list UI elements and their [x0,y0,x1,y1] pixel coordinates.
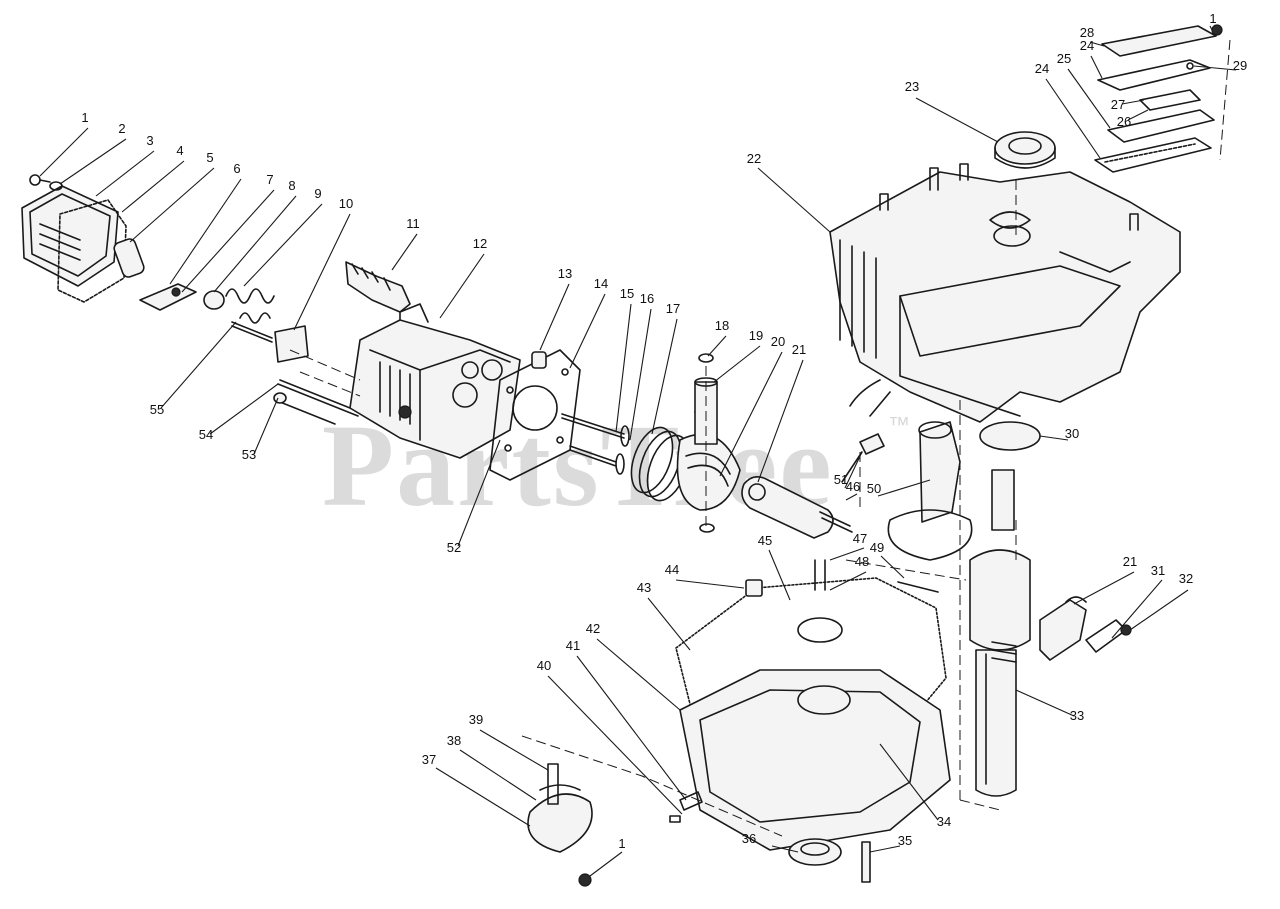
callout-number: 54 [199,427,213,442]
connecting-rod [741,433,885,539]
callout-number: 16 [640,291,654,306]
governor-parts [1039,596,1132,661]
callout-number: 29 [1233,58,1247,73]
callout-number: 37 [422,752,436,767]
callout-number: 47 [853,531,867,546]
callout-number: 27 [1111,97,1125,112]
callout-number: 7 [266,172,273,187]
crankshaft [969,421,1041,797]
leader-lines [39,25,1237,877]
spark-plug [345,261,411,313]
callout-number: 20 [771,334,785,349]
callout-number: 9 [314,186,321,201]
callout-number: 21 [1123,554,1137,569]
callout-number: 6 [233,161,240,176]
engine-sump [675,559,951,851]
callout-number: 13 [558,266,572,281]
callout-number: 43 [637,580,651,595]
callout-number: 51 [834,472,848,487]
callout-number: 19 [749,328,763,343]
callout-number: 3 [146,133,153,148]
rocker-parts [113,238,361,425]
watermark-trademark: ™ [888,412,910,437]
callout-number: 55 [150,402,164,417]
assembly-lines [289,39,1231,837]
callout-number: 15 [620,286,634,301]
callout-number: 36 [742,831,756,846]
callout-number: 1 [81,110,88,125]
callout-number: 1 [618,836,625,851]
callout-number: 39 [469,712,483,727]
oil-pump-parts [527,763,871,887]
callout-number: 26 [1117,114,1131,129]
callout-number: 34 [937,814,951,829]
callout-number: 12 [473,236,487,251]
callout-number: 32 [1179,571,1193,586]
engine-block [829,163,1181,449]
callout-number: 50 [867,481,881,496]
callout-number: 1 [1209,11,1216,26]
callout-number: 22 [747,151,761,166]
callout-number: 11 [406,216,420,231]
callout-number: 30 [1065,426,1079,441]
callout-number: 42 [586,621,600,636]
callout-number: 41 [566,638,580,653]
callout-number: 40 [537,658,551,673]
callout-number: 8 [288,178,295,193]
callout-number: 25 [1057,51,1071,66]
callout-number: 18 [715,318,729,333]
callout-number: 49 [870,540,884,555]
callout-number: 28 [1080,25,1094,40]
callout-number: 53 [242,447,256,462]
breather-assembly [1094,24,1223,173]
callout-number: 24 [1080,38,1094,53]
callout-number: 44 [665,562,679,577]
callout-number: 23 [905,79,919,94]
callout-number: 38 [447,733,461,748]
callout-number: 31 [1151,563,1165,578]
callout-number: 4 [176,143,183,158]
callout-number: 35 [898,833,912,848]
callout-number: 52 [447,540,461,555]
callout-number: 33 [1070,708,1084,723]
callout-number: 46 [846,479,860,494]
callout-number: 24 [1035,61,1049,76]
piston-group [531,351,741,533]
cylinder-head [349,303,521,459]
callout-number: 17 [666,301,680,316]
callout-number: 14 [594,276,608,291]
callout-number: 2 [118,121,125,136]
valve-cover-assembly [21,174,127,303]
camshaft [887,421,973,561]
callout-number: 48 [855,554,869,569]
callout-number: 45 [758,533,772,548]
oil-seal [994,131,1056,169]
callout-number: 10 [339,196,353,211]
callout-number: 5 [206,150,213,165]
callout-number: 21 [792,342,806,357]
